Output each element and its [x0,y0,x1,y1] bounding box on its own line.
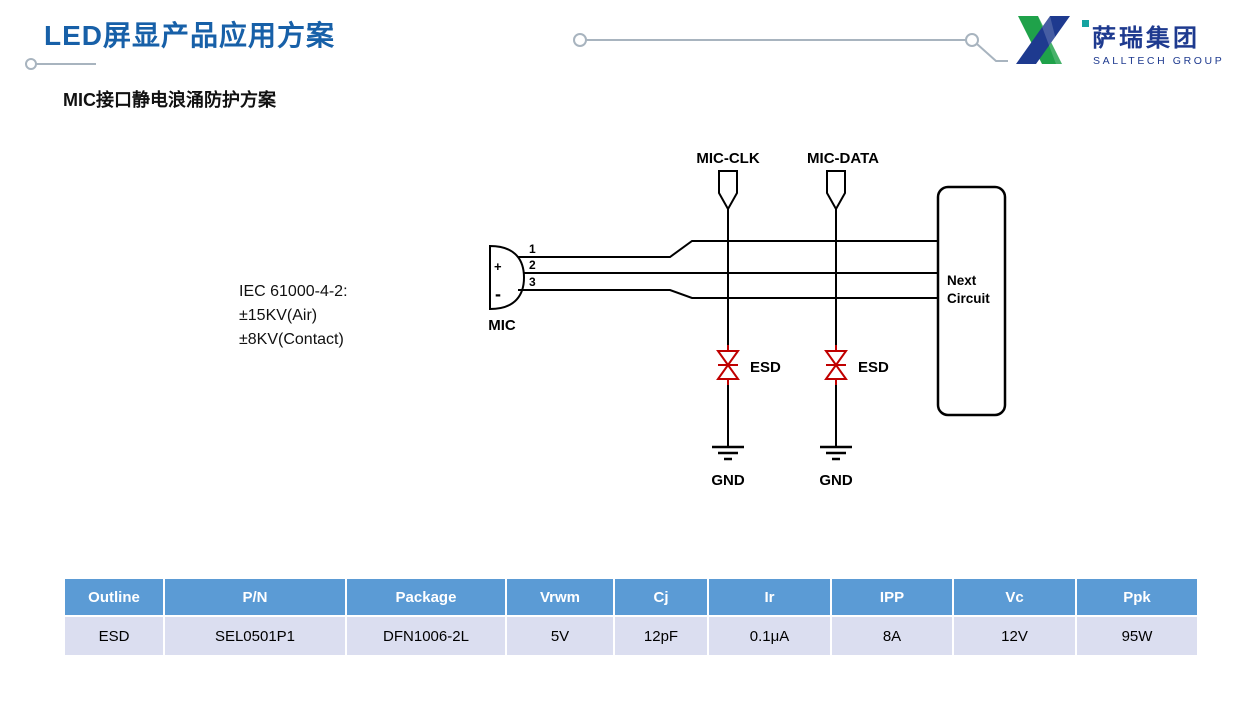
mic-data-label: MIC-DATA [807,150,879,167]
spec-table-header-row: Outline P/N Package Vrwm Cj Ir IPP Vc Pp… [63,577,1199,617]
next-circuit-label-line1: Next [947,273,977,288]
mic-data-connector-icon [826,170,846,212]
mic-minus-label: - [495,284,501,304]
iec-line-2: ±15KV(Air) [239,307,318,324]
spec-table-data-row: ESD SEL0501P1 DFN1006-2L 5V 12pF 0.1μA 8… [63,615,1199,657]
logo-company-name-en: SALLTECH GROUP [1093,55,1225,67]
logo-mark-icon [1016,16,1070,64]
ground-icon-2 [820,445,852,461]
cell-pn: SEL0501P1 [163,615,347,657]
esd-diode-icon-2 [824,345,848,385]
mic-label: MIC [488,317,516,334]
col-header-vrwm: Vrwm [505,577,615,617]
page-subtitle: MIC接口静电浪涌防护方案 [63,90,276,110]
cell-cj: 12pF [613,615,709,657]
spec-table: Outline P/N Package Vrwm Cj Ir IPP Vc Pp… [63,577,1199,657]
mic-clk-connector-icon [718,170,738,212]
col-header-ipp: IPP [830,577,954,617]
iec-line-1: IEC 61000-4-2: [239,283,348,300]
cell-vrwm: 5V [505,615,615,657]
cell-ppk: 95W [1075,615,1199,657]
page-title: LED屏显产品应用方案 [44,20,336,51]
col-header-vc: Vc [952,577,1077,617]
pin3-label: 3 [529,275,536,289]
col-header-cj: Cj [613,577,709,617]
wire-pin3 [518,289,938,299]
wire-pin1 [518,240,938,258]
col-header-ir: Ir [707,577,832,617]
circuit-diagram: + - MIC 1 2 3 MIC-CLK ESD GND MIC-DATA [25,33,1008,489]
cell-ir: 0.1μA [707,615,832,657]
pin2-label: 2 [529,258,536,272]
company-logo: 萨瑞集团 SALLTECH GROUP [1012,12,1224,68]
logo-accent-square-icon [1082,20,1089,27]
logo-company-name: 萨瑞集团 [1092,25,1200,52]
mic-plus-label: + [494,259,502,274]
gnd-label-1: GND [711,472,745,489]
next-circuit-box [936,185,1007,417]
next-circuit-label-line2: Circuit [947,291,990,306]
iec-line-3: ±8KV(Contact) [239,331,344,348]
cell-package: DFN1006-2L [345,615,507,657]
col-header-pn: P/N [163,577,347,617]
cell-ipp: 8A [830,615,954,657]
esd-diode-icon [716,345,740,385]
col-header-package: Package [345,577,507,617]
esd-label-1: ESD [750,359,781,376]
header-decoration [25,33,1008,70]
mic-connector [489,244,526,311]
esd-label-2: ESD [858,359,889,376]
logo-text: 萨瑞集团 SALLTECH GROUP [1082,12,1225,67]
ground-icon-1 [712,445,744,461]
iec-standard-note: IEC 61000-4-2: ±15KV(Air) ±8KV(Contact) [239,280,348,352]
mic-clk-label: MIC-CLK [696,150,759,167]
pin1-label: 1 [529,242,536,256]
gnd-label-2: GND [819,472,853,489]
cell-vc: 12V [952,615,1077,657]
col-header-ppk: Ppk [1075,577,1199,617]
col-header-outline: Outline [63,577,165,617]
cell-outline: ESD [63,615,165,657]
